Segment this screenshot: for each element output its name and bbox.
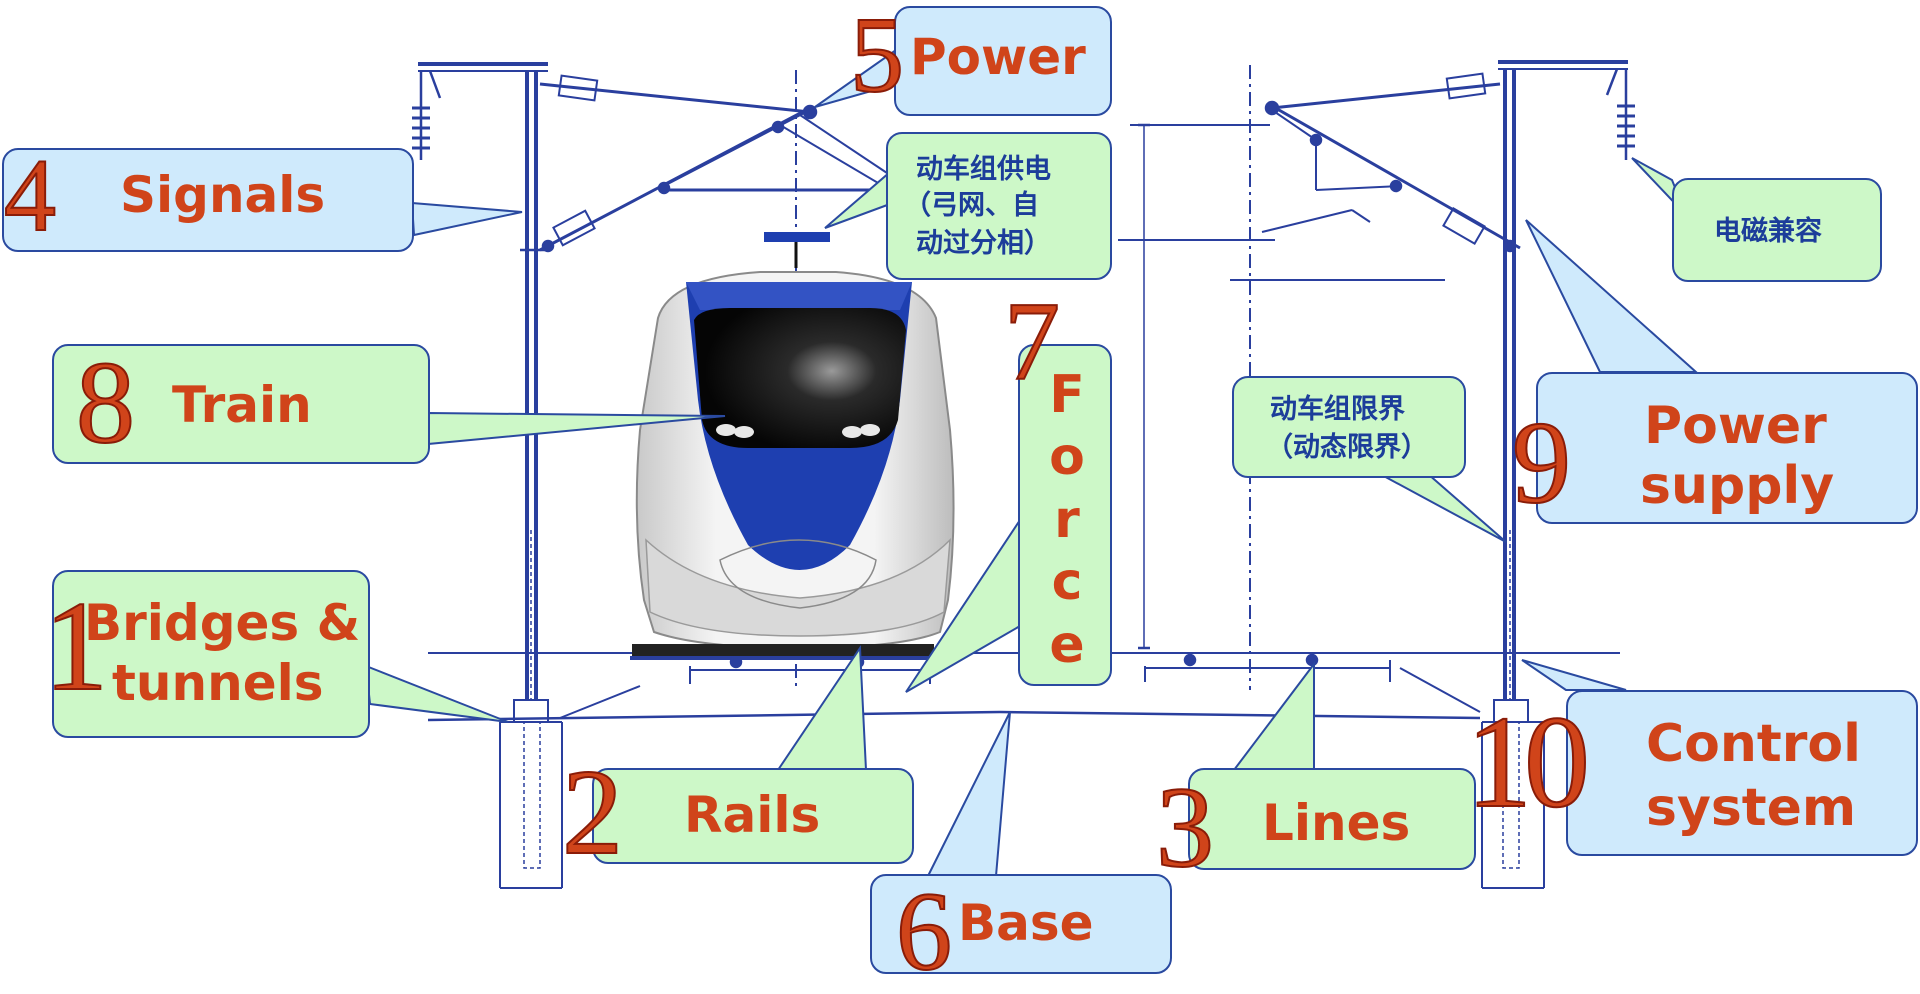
note-line: （动态限界） (1266, 432, 1428, 463)
force-letter: o (1049, 427, 1085, 488)
callout-train (52, 344, 430, 464)
callout-label-line: supply (1640, 456, 1835, 516)
callout-lines (1188, 768, 1476, 870)
callout-number: 10 (1465, 688, 1591, 835)
callout-label-line: system (1646, 778, 1857, 838)
callout-label: Base (958, 894, 1094, 952)
callout-force (1018, 344, 1112, 686)
callout-label: Signals (120, 166, 326, 224)
callout-number: 3 (1155, 764, 1215, 892)
note-line: 动车组限界 (1270, 394, 1405, 425)
structure-lines (412, 60, 1635, 889)
callout-label: Train (172, 376, 312, 434)
callout-power-supply (1536, 372, 1918, 524)
force-letter: F (1049, 365, 1085, 425)
callout-emu-power (886, 132, 1112, 280)
force-letter: r (1054, 489, 1080, 550)
callout-rails (592, 768, 914, 864)
callout-number: 6 (895, 870, 953, 994)
callout-number: 9 (1511, 397, 1572, 528)
callout-label-line: tunnels (112, 654, 324, 712)
force-letter: e (1049, 614, 1085, 675)
callout-label: Lines (1262, 794, 1411, 852)
callout-emu-gauge (1232, 376, 1466, 478)
train-front (632, 232, 955, 656)
callout-label-line: Control (1646, 714, 1861, 774)
callout-emc (1672, 178, 1882, 282)
note-line: 电磁兼容 (1714, 216, 1822, 247)
callout-label-line: Power (1644, 396, 1827, 456)
callout-label: Power (910, 28, 1086, 86)
callout-control-system (1566, 690, 1918, 856)
callout-number: 2 (561, 745, 624, 880)
callout-number: 8 (75, 337, 136, 468)
callout-bridges-tunnels (52, 570, 370, 738)
callout-label: Rails (684, 786, 821, 844)
callout-power (894, 6, 1112, 116)
callout-base (870, 874, 1172, 974)
callout-number: 7 (1003, 280, 1061, 404)
note-line: 动过分相） (916, 228, 1051, 259)
force-letter: c (1051, 552, 1083, 613)
callout-number: 5 (849, 0, 905, 115)
note-line: 动车组供电 (916, 154, 1051, 185)
callout-number: 1 (43, 575, 109, 717)
callout-number: 4 (3, 138, 57, 253)
callout-signals (2, 148, 414, 252)
callout-label-line: Bridges & (84, 594, 361, 652)
callout-pointers (364, 48, 1699, 877)
note-line: （弓网、自 (904, 190, 1039, 221)
